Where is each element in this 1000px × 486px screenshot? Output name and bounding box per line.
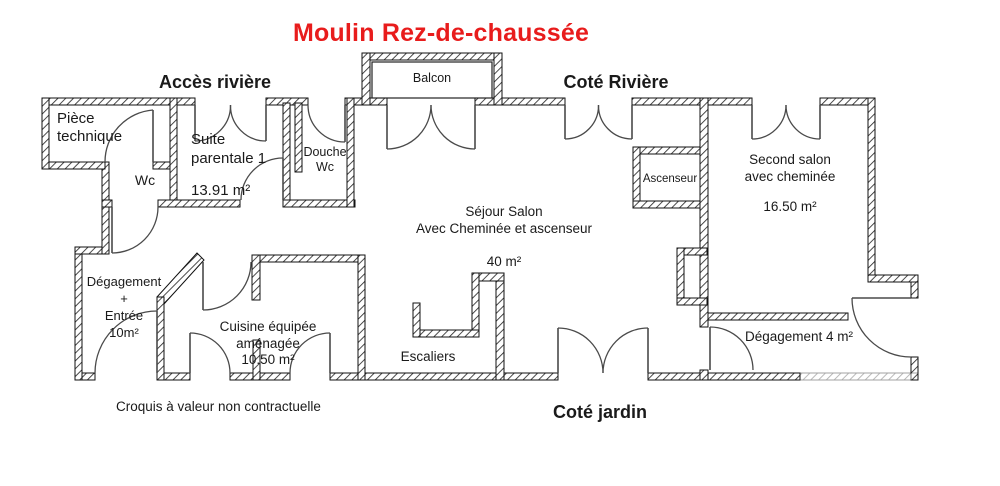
orientation-top-right: Coté Rivière <box>563 72 669 92</box>
room-label-degagement-entree: Dégagement + Entrée 10m² <box>87 257 161 358</box>
suite-parentale-area: 13.91 m² <box>191 181 251 199</box>
room-label-douche-wc: Douche Wc <box>303 145 347 175</box>
room-label-escaliers: Escaliers <box>400 349 456 364</box>
room-label-ascenseur: Ascenseur <box>642 173 698 185</box>
orientation-top-left: Accès rivière <box>158 72 272 92</box>
room-label-piece-technique: Pièce technique <box>57 110 123 146</box>
cuisine-area: 10.50 m² <box>241 352 295 368</box>
room-label-second-salon: Second salon avec cheminée 16.50 m² <box>745 136 836 232</box>
page-title: Moulin Rez-de-chaussée <box>292 19 590 47</box>
door-arcs <box>94 104 912 374</box>
suite-parentale-name: Suite parentale 1 <box>191 131 267 167</box>
walls <box>41 52 919 381</box>
second-salon-area: 16.50 m² <box>763 199 817 215</box>
room-label-suite-parentale: Suite parentale 1 13.91 m² <box>191 113 266 218</box>
balcony-inner <box>371 61 493 99</box>
cuisine-name: Cuisine équipée aménagée <box>219 319 317 351</box>
sejour-name: Séjour Salon Avec Cheminée et ascenseur <box>415 204 593 236</box>
degagement-entree-name: Dégagement + Entrée <box>86 273 162 323</box>
room-label-cuisine: Cuisine équipée aménagée 10.50 m² <box>220 303 317 385</box>
orientation-bottom: Coté jardin <box>552 402 648 422</box>
room-label-wc: Wc <box>134 172 156 188</box>
sejour-area: 40 m² <box>486 254 522 270</box>
second-salon-name: Second salon avec cheminée <box>744 152 836 184</box>
degagement-entree-area: 10m² <box>109 324 139 340</box>
door-leaves <box>111 105 911 373</box>
room-label-degagement-4: Dégagement 4 m² <box>744 329 854 344</box>
room-label-balcon: Balcon <box>412 71 452 85</box>
room-label-sejour: Séjour Salon Avec Cheminée et ascenseur … <box>416 188 592 287</box>
disclaimer-text: Croquis à valeur non contractuelle <box>116 399 321 414</box>
